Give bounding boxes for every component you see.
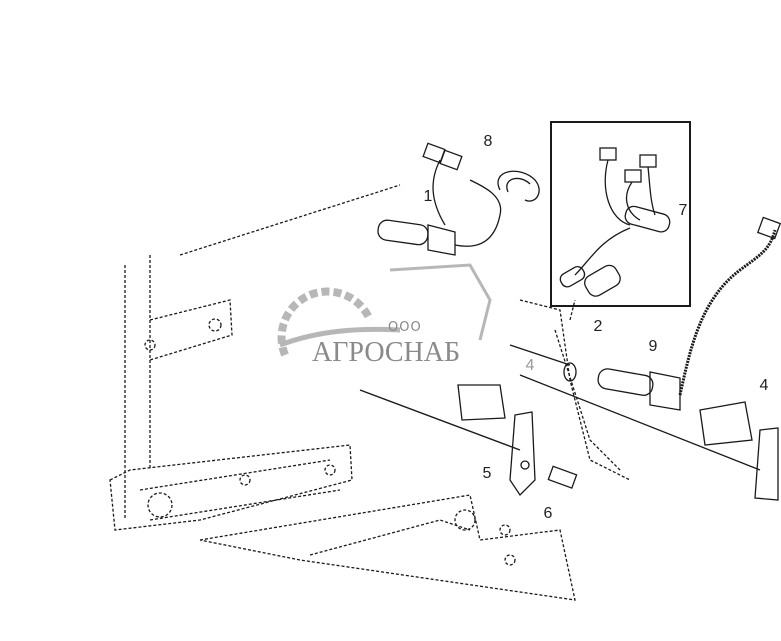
callout-8: 8 <box>483 133 493 150</box>
callout-5: 5 <box>482 465 492 482</box>
bolt-6 <box>520 460 578 489</box>
block-4b <box>699 401 753 446</box>
callout-9: 9 <box>648 338 658 355</box>
bracket-right <box>754 427 779 501</box>
harness-7 <box>559 147 671 297</box>
watermark-logo <box>277 263 492 357</box>
callout-6: 6 <box>543 505 553 522</box>
sensor-9 <box>597 216 781 411</box>
leader-lines <box>359 344 761 471</box>
sensor-1 <box>377 142 502 256</box>
callout-4a: 4 <box>525 357 535 374</box>
o-ring-2 <box>563 362 577 382</box>
callout-2: 2 <box>593 318 603 335</box>
block-4a <box>457 384 506 421</box>
callout-4b: 4 <box>759 377 769 394</box>
tractor-frame <box>109 184 631 601</box>
watermark-name: АГРОСНАБ <box>312 337 461 368</box>
inset-box <box>550 121 691 307</box>
watermark-prefix: ООО <box>388 320 422 335</box>
clip-8 <box>497 170 540 202</box>
callout-7: 7 <box>678 202 688 219</box>
bracket-5 <box>509 411 536 497</box>
callout-1: 1 <box>423 188 433 205</box>
